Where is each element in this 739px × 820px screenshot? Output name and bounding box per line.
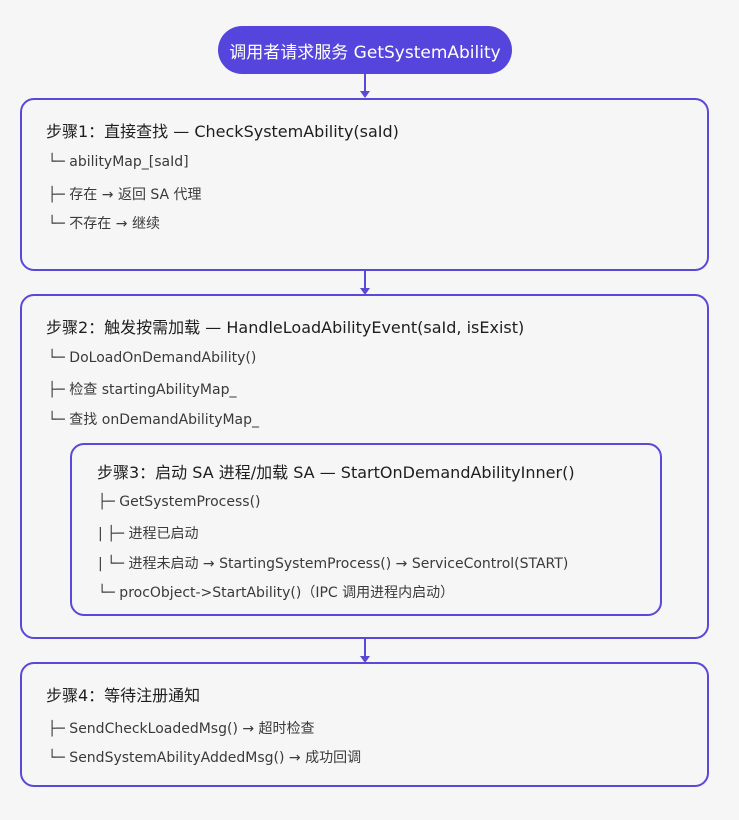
step2-line: └─ 查找 onDemandAbilityMap_	[48, 412, 260, 428]
step2-box: 步骤2：触发按需加载 — HandleLoadAbilityEvent(saId…	[20, 294, 709, 639]
start-node: 调用者请求服务 GetSystemAbility	[218, 26, 512, 74]
arrow-down-icon	[360, 656, 370, 663]
connector-line	[364, 639, 366, 657]
step4-title: 步骤4：等待注册通知	[46, 686, 201, 705]
connector-line	[364, 74, 366, 92]
arrow-down-icon	[360, 288, 370, 295]
arrow-down-icon	[360, 91, 370, 98]
step3-box: 步骤3：启动 SA 进程/加载 SA — StartOnDemandAbilit…	[70, 443, 662, 616]
step3-line: ├─ GetSystemProcess()	[98, 494, 261, 510]
step4-box: 步骤4：等待注册通知 ├─ SendCheckLoadedMsg() → 超时检…	[20, 662, 709, 787]
step2-line: ├─ 检查 startingAbilityMap_	[48, 382, 237, 398]
step1-title: 步骤1：直接查找 — CheckSystemAbility(saId)	[46, 122, 399, 141]
step4-line: └─ SendSystemAbilityAddedMsg() → 成功回调	[48, 750, 362, 766]
step3-line: └─ procObject->StartAbility()（IPC 调用进程内启…	[98, 585, 455, 601]
step1-line: └─ abilityMap_[saId]	[48, 154, 189, 170]
step3-title: 步骤3：启动 SA 进程/加载 SA — StartOnDemandAbilit…	[97, 463, 575, 482]
step1-box: 步骤1：直接查找 — CheckSystemAbility(saId) └─ a…	[20, 98, 709, 271]
step3-line: | └─ 进程未启动 → StartingSystemProcess() → S…	[98, 556, 569, 572]
step4-line: ├─ SendCheckLoadedMsg() → 超时检查	[48, 721, 315, 737]
connector-line	[364, 271, 366, 289]
step2-title: 步骤2：触发按需加载 — HandleLoadAbilityEvent(saId…	[46, 318, 525, 337]
step3-line: | ├─ 进程已启动	[98, 526, 199, 542]
step1-line: └─ 不存在 → 继续	[48, 216, 160, 232]
step2-line: └─ DoLoadOnDemandAbility()	[48, 350, 257, 366]
start-label: 调用者请求服务 GetSystemAbility	[229, 42, 501, 63]
step1-line: ├─ 存在 → 返回 SA 代理	[48, 187, 202, 203]
